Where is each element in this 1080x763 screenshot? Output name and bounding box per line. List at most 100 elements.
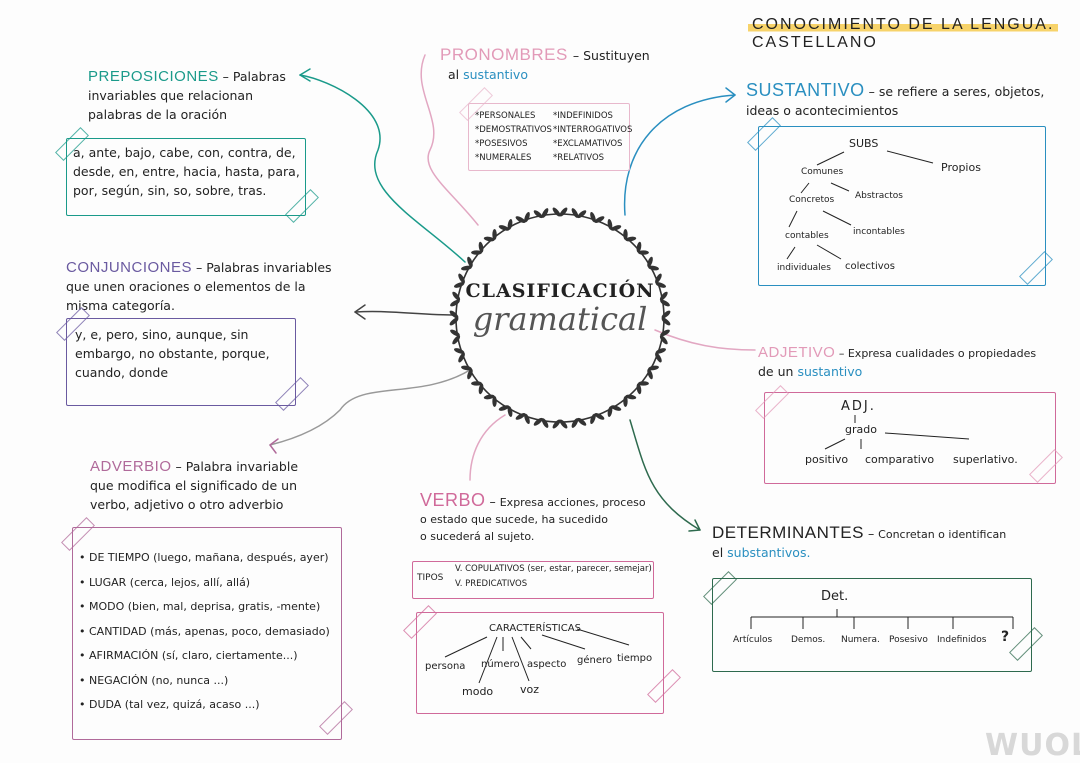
preposiciones-line: a, ante, bajo, cabe, con, contra, de, <box>73 145 296 160</box>
laurel-leaf <box>655 282 667 288</box>
laurel-leaf <box>655 352 662 363</box>
preposiciones-box: a, ante, bajo, cabe, con, contra, de, de… <box>66 138 306 216</box>
laurel-leaf <box>467 368 473 380</box>
determinante-item: Indefinidos <box>937 635 987 645</box>
tree-node: comparativo <box>865 453 935 466</box>
pronombres-heading: PRONOMBRES <box>440 45 568 64</box>
laurel-leaf <box>483 394 495 400</box>
tree-node: positivo <box>805 453 849 466</box>
adverbio-section: ADVERBIO – Palabra invariable que modifi… <box>90 458 299 512</box>
adverbio-item: • LUGAR (cerca, lejos, allí, allá) <box>79 575 251 589</box>
conjunciones-box: y, e, pero, sino, aunque, sin embargo, n… <box>66 318 296 406</box>
adjetivo-desc1: Expresa cualidades o propiedades <box>847 347 1037 360</box>
verbo-heading: VERBO <box>420 490 486 510</box>
laurel-leaf <box>450 299 460 307</box>
pronombres-box: *PERSONALES*INDEFINIDOS *DEMOSTRATIVOS*I… <box>468 103 632 171</box>
laurel-leaf <box>498 405 510 411</box>
caracteristicas-arrows <box>444 628 630 684</box>
laurel-leaf <box>661 310 671 319</box>
laurel-leaf <box>660 299 670 307</box>
laurel-leaf <box>647 256 653 268</box>
tree-node: Propios <box>941 161 981 174</box>
preposiciones-desc3: palabras de la oración <box>88 107 228 122</box>
connector-sustantivo <box>623 94 736 216</box>
laurel-leaf <box>610 225 622 231</box>
laurel-leaf <box>478 241 484 253</box>
laurel-leaf <box>471 381 483 386</box>
laurel-leaf <box>483 236 495 242</box>
laurel-leaf <box>571 208 579 218</box>
laurel-leaf <box>478 383 484 395</box>
laurel-leaf <box>515 216 526 223</box>
conjunciones-line: embargo, no obstante, porque, <box>75 346 270 361</box>
title-line-2: CASTELLANO <box>752 34 878 51</box>
laurel-leaf <box>453 282 465 288</box>
watermark-logo: WUOL <box>985 728 1080 763</box>
adjetivo-tree-arrows <box>824 415 970 450</box>
caracteristica-item: número <box>481 659 520 670</box>
adverbio-item: • AFIRMACIÓN (sí, claro, ciertamente...) <box>79 649 298 662</box>
sustantivo-tree-arrows <box>786 150 934 260</box>
tree-node: grado <box>845 423 877 436</box>
adverbio-heading: ADVERBIO <box>90 458 172 475</box>
laurel-leaf <box>492 395 497 407</box>
laurel-leaf <box>467 256 473 268</box>
center-node: CLASIFICACIÓN gramatical <box>455 280 665 338</box>
tree-node: SUBS <box>849 137 879 150</box>
adverbio-item: • CANTIDAD (más, apenas, poco, demasiado… <box>79 624 330 638</box>
laurel-leaf <box>461 265 472 271</box>
laurel-leaf <box>625 394 637 400</box>
laurel-leaf <box>637 250 649 255</box>
connector-determinantes <box>629 419 701 531</box>
pronombre-item: *NUMERALES <box>475 153 532 163</box>
conjunciones-section: CONJUNCIONES – Palabras invariables que … <box>66 259 332 313</box>
tree-node: Det. <box>821 589 849 604</box>
verbo-section: VERBO – Expresa acciones, proceso o esta… <box>420 490 646 543</box>
connector-preposiciones <box>299 74 466 263</box>
laurel-leaf <box>625 236 637 242</box>
laurel-leaf <box>507 219 513 230</box>
caracteristica-item: tiempo <box>617 653 653 664</box>
laurel-leaf <box>571 418 579 428</box>
determinante-item: Artículos <box>733 635 773 645</box>
laurel-leaf <box>660 329 670 337</box>
laurel-leaf <box>498 225 510 231</box>
determinantes-section: DETERMINANTES – Concretan o identifican … <box>712 523 1007 560</box>
pronombre-item: *INDEFINIDOS <box>553 111 613 121</box>
laurel-leaf <box>623 395 628 407</box>
laurel-leaf <box>637 381 649 386</box>
laurel-leaf <box>533 210 543 219</box>
determinantes-desc2a: el <box>712 545 724 560</box>
laurel-leaf <box>533 417 543 426</box>
laurel-leaf <box>590 413 596 425</box>
adverbio-desc2: que modifica el significado de un <box>90 478 297 493</box>
laurel-leaf <box>452 291 461 301</box>
tree-node: colectivos <box>845 261 895 272</box>
pronombre-item: *EXCLAMATIVOS <box>553 139 623 149</box>
caracteristica-item: género <box>577 655 612 666</box>
adverbio-item: • MODO (bien, mal, deprisa, gratis, -men… <box>79 600 321 613</box>
determinante-item: Posesivo <box>889 635 928 645</box>
laurel-leaf <box>449 310 459 319</box>
caracteristicas-label: CARACTERÍSTICAS <box>489 623 581 634</box>
laurel-leaf <box>590 211 596 223</box>
determinante-item: Demos. <box>791 635 826 645</box>
laurel-leaf <box>655 273 662 284</box>
connector-pronombres <box>420 54 479 226</box>
adverbio-item: • NEGACIÓN (no, nunca ...) <box>79 673 229 687</box>
adjetivo-desc2b: sustantivo <box>797 364 863 379</box>
laurel-leaf <box>594 413 605 420</box>
tree-node: Concretos <box>789 195 835 205</box>
laurel-leaf <box>648 265 659 271</box>
conjunciones-desc1: Palabras invariables <box>206 260 332 275</box>
preposiciones-desc2: invariables que relacionan <box>88 88 254 103</box>
laurel-leaf <box>636 241 642 253</box>
preposiciones-line: por, según, sin, so, sobre, tras. <box>73 183 267 198</box>
laurel-leaf <box>471 250 483 255</box>
tree-node: Abstractos <box>855 191 903 201</box>
title-line-1: CONOCIMIENTO DE LA LENGUA. <box>748 16 1059 34</box>
determinante-item: ? <box>1001 629 1010 645</box>
laurel-leaf <box>659 291 668 301</box>
laurel-leaf <box>524 211 530 223</box>
